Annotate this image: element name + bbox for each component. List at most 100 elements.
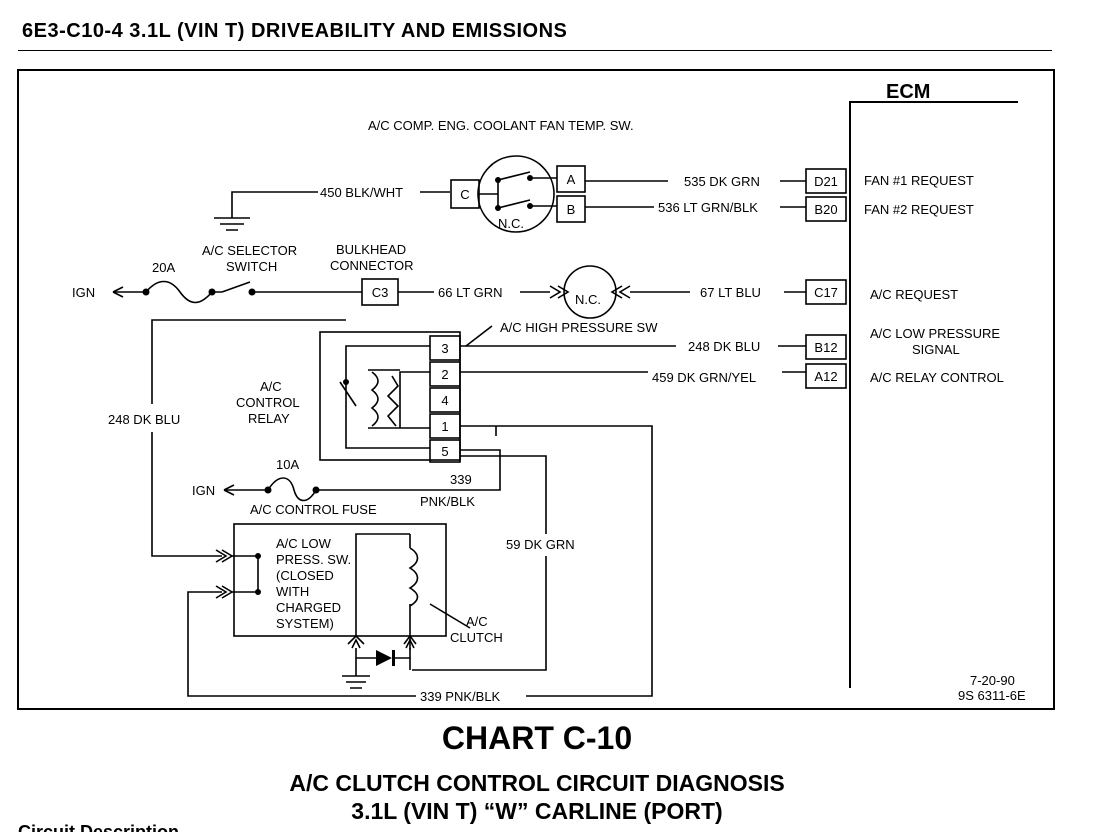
- diode-triangle: [376, 650, 392, 666]
- pin-c3-label: C3: [372, 285, 389, 300]
- relay-pin-1-label: 1: [441, 419, 448, 434]
- relay-internal: [339, 345, 430, 449]
- relay-pin-3-box: [429, 335, 461, 361]
- wire-339-bottom-label: 339 PNK/BLK: [420, 689, 501, 704]
- relay-label-1: A/C: [260, 379, 282, 394]
- fuse-20a-label: 20A: [152, 260, 175, 275]
- wire-535-label: 535 DK GRN: [684, 174, 760, 189]
- diagram-frame: [17, 69, 1055, 710]
- splice-dot-6: [255, 553, 261, 559]
- switch-dot-4: [527, 203, 533, 209]
- hp-switch-arrows: [549, 285, 631, 299]
- high-pressure-switch: [563, 265, 617, 319]
- low-switch-contacts: [232, 555, 259, 593]
- bulkhead-label-1: BULKHEAD: [336, 242, 406, 257]
- chart-subtitle-2: 3.1L (VIN T) “W” CARLINE (PORT): [351, 798, 723, 824]
- pin-c17-label: C17: [814, 285, 838, 300]
- coolant-fan-switch: [477, 155, 555, 233]
- clutch-circuit: [355, 533, 411, 650]
- diagram-date: 7-20-90: [970, 673, 1015, 688]
- switch-dot-3: [527, 175, 533, 181]
- clutch-pointer: [429, 603, 471, 629]
- wire-248-left-label: 248 DK BLU: [108, 412, 180, 427]
- pin-b12-label: B12: [814, 340, 837, 355]
- ac-request-label: A/C REQUEST: [870, 287, 958, 302]
- pin-b-label: B: [567, 202, 576, 217]
- splice-dot-7: [255, 589, 261, 595]
- low-switch-label-6: SYSTEM): [276, 616, 334, 631]
- wire-450-label: 450 BLK/WHT: [320, 185, 403, 200]
- wire-450: [231, 191, 450, 218]
- splice-dot-1: [142, 288, 150, 296]
- relay-coil: [370, 371, 400, 427]
- control-fuse-label: A/C CONTROL FUSE: [250, 502, 377, 517]
- relay-label-2: CONTROL: [236, 395, 300, 410]
- clutch-label-2: CLUTCH: [450, 630, 503, 645]
- low-switch-label-3: (CLOSED: [276, 568, 334, 583]
- relay-control-label: A/C RELAY CONTROL: [870, 370, 1004, 385]
- pin-a12-box: [805, 363, 847, 389]
- switch-dot-2: [495, 205, 501, 211]
- selector-switch-label-2: SWITCH: [226, 259, 277, 274]
- wire-pin1-loop: [460, 425, 653, 697]
- splice-dot-3: [248, 288, 256, 296]
- low-switch-label-5: CHARGED: [276, 600, 341, 615]
- wire-59: [412, 455, 547, 671]
- fuse-10a-label: 10A: [276, 457, 299, 472]
- wire-339-bottom: [187, 591, 416, 697]
- wire-248-left: [151, 319, 346, 557]
- splice-dot-2: [208, 288, 216, 296]
- clutch-coil: [408, 547, 419, 607]
- ground-symbol-top: [214, 217, 250, 231]
- switch-dot-1: [495, 177, 501, 183]
- pin-c17-box: [805, 279, 847, 305]
- page-header: 6E3-C10-4 3.1L (VIN T) DRIVEABILITY AND …: [22, 20, 568, 42]
- wire-hp-leader: [465, 325, 493, 347]
- relay-pin-2-box: [429, 361, 461, 387]
- switch-contacts: [479, 171, 557, 209]
- wire-339-col-label: PNK/BLK: [420, 494, 475, 509]
- pin-b20-label: B20: [814, 202, 837, 217]
- nc-label-hp: N.C.: [575, 292, 601, 307]
- section-heading-cutoff: Circuit Description: [18, 822, 180, 832]
- selector-switch: [212, 281, 362, 293]
- pin-d21-label: D21: [814, 174, 838, 189]
- splice-dot-5: [312, 486, 320, 494]
- low-switch-arrows: [215, 549, 234, 599]
- wiring-diagram: ECM A/C COMP. ENG. COOLANT FAN TEMP. SW.…: [17, 69, 1055, 710]
- diode-bar: [392, 650, 395, 666]
- pin-b-box: [556, 195, 586, 223]
- wire-59-label: 59 DK GRN: [506, 537, 575, 552]
- clutch-label-1: A/C: [466, 614, 488, 629]
- ign-arrow-bottom: [223, 484, 235, 496]
- pin-b20-box: [805, 196, 847, 222]
- low-switch-label-4: WITH: [276, 584, 309, 599]
- ign-top-label: IGN: [72, 285, 95, 300]
- ecm-label: ECM: [886, 81, 930, 103]
- ecm-block: [849, 101, 1018, 688]
- wire-459-label: 459 DK GRN/YEL: [652, 370, 756, 385]
- relay-pin-4-box: [429, 387, 461, 413]
- relay-pin-3-label: 3: [441, 341, 448, 356]
- wire-536-label: 536 LT GRN/BLK: [658, 200, 758, 215]
- splice-dot-4: [264, 486, 272, 494]
- relay-pin-2-label: 2: [441, 367, 448, 382]
- low-pressure-clutch-block: [233, 523, 447, 637]
- wire-67-label: 67 LT BLU: [700, 285, 761, 300]
- low-pressure-signal-label-2: SIGNAL: [912, 342, 960, 357]
- relay-pin-4-label: 4: [441, 393, 448, 408]
- fuse-20a: [145, 280, 213, 304]
- pin-a-box: [556, 165, 586, 193]
- bulkhead-label-2: CONNECTOR: [330, 258, 414, 273]
- fan1-request-label: FAN #1 REQUEST: [864, 173, 974, 188]
- low-pressure-signal-label-1: A/C LOW PRESSURE: [870, 326, 1000, 341]
- wire-248-right-label: 248 DK BLU: [688, 339, 760, 354]
- relay-label-3: RELAY: [248, 411, 290, 426]
- fuse-10a: [267, 477, 317, 502]
- pin-d21-box: [805, 168, 847, 194]
- pin-a-label: A: [567, 172, 576, 187]
- clutch-connectors: [347, 634, 417, 649]
- low-switch-label-2: PRESS. SW.: [276, 552, 351, 567]
- coolant-switch-label: A/C COMP. ENG. COOLANT FAN TEMP. SW.: [368, 118, 634, 133]
- nc-label-top: N.C.: [498, 216, 524, 231]
